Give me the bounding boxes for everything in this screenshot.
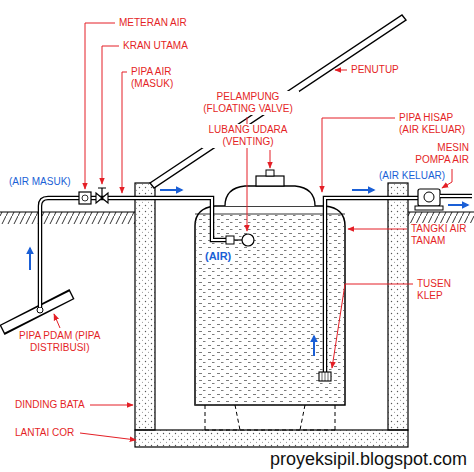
part-label: PIPA AIR (MASUK): [130, 66, 192, 90]
watermark-text: proyeksipil.blogspot.com: [269, 449, 468, 469]
ground-line: [0, 211, 135, 212]
leader-line: [54, 314, 60, 328]
flow-label: (AIR MASUK): [8, 176, 72, 188]
main-valve: [98, 188, 106, 198]
pump-base: [415, 206, 443, 210]
vent: [266, 170, 274, 176]
float-valve: [226, 236, 234, 244]
distribution-pipe: [2, 294, 72, 330]
part-label: LANTAI COR: [14, 427, 75, 439]
distribution-pipe: [3, 295, 71, 329]
part-label: PELAMPUNG (FLOATING VALVE): [197, 91, 299, 115]
leader-line: [270, 150, 271, 168]
ground-line: [408, 211, 474, 212]
node-label: (AIR): [203, 250, 233, 263]
flow-arrow: [313, 336, 315, 356]
part-label: LUBANG UDARA (VENTING): [202, 124, 294, 148]
water-meter: [79, 192, 91, 204]
float-ball: [242, 234, 254, 246]
leader-line: [85, 23, 115, 189]
float-rod: [234, 239, 242, 240]
water-fill: [195, 214, 345, 405]
tank-area: (AIR): [195, 206, 345, 405]
leader-line: [335, 70, 347, 71]
brick-wall: [388, 183, 408, 430]
part-label: MESIN POMPA AIR: [406, 142, 470, 166]
part-label: KRAN UTAMA: [122, 40, 189, 52]
tank-dome: [225, 186, 315, 206]
leader-line: [102, 46, 119, 184]
flow-label: (AIR KELUAR): [378, 170, 446, 182]
outlet-pipe: [440, 195, 472, 197]
tank-base: [205, 405, 335, 430]
water-level: [195, 214, 345, 215]
suction-pipe: [325, 198, 418, 372]
water-meter: [82, 195, 88, 201]
outlet-pipe: [440, 194, 472, 199]
tank-cap: [256, 176, 284, 186]
ground-hatch: [0, 212, 135, 224]
flow-arrow: [448, 204, 468, 206]
inlet-pipe: [40, 198, 228, 307]
leader-line: [122, 72, 127, 193]
tank-body: [195, 206, 345, 405]
part-label: PIPA HISAP (AIR KELUAR): [398, 112, 472, 136]
flow-arrow: [29, 248, 31, 270]
flow-arrow: [160, 189, 182, 191]
leader-line: [90, 405, 133, 406]
pipe-junction: [37, 307, 43, 313]
brick-wall: [135, 183, 155, 430]
part-label: PENUTUP: [350, 64, 400, 76]
foot-valve: [319, 372, 331, 381]
leader-line: [348, 229, 407, 230]
foot-valve: [322, 372, 328, 381]
part-label: METERAN AIR: [118, 17, 188, 29]
pump: [424, 192, 434, 202]
part-label: TANGKI AIR TANAM: [410, 223, 472, 247]
inlet-pipe: [40, 198, 228, 307]
leader-line: [80, 433, 136, 440]
leader-line: [332, 284, 413, 368]
part-label: PIPA PDAM (PIPA DISTRIBUSI): [14, 330, 106, 354]
pump: [418, 189, 440, 206]
concrete-floor: [135, 430, 408, 447]
part-label: DINDING BATA: [14, 399, 86, 411]
suction-pipe: [325, 198, 418, 372]
part-label: TUSEN KLEP: [416, 278, 458, 302]
flow-arrow: [352, 189, 374, 191]
